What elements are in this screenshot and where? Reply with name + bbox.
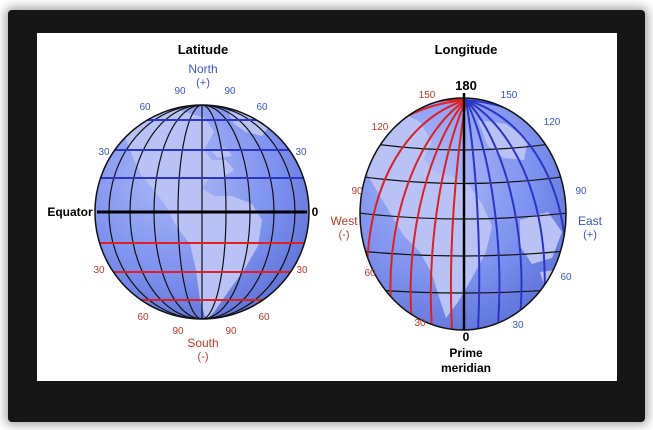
- north-tick-60-left: 60: [139, 102, 151, 113]
- east-tick-120: 120: [544, 117, 561, 128]
- prime-meridian-label-line2: meridian: [441, 361, 491, 375]
- equator-label: Equator: [47, 205, 93, 219]
- south-tick-60-right: 60: [258, 312, 270, 323]
- west-tick-30: 30: [414, 318, 426, 329]
- north-tick-30-left: 30: [98, 147, 110, 158]
- north-tick-30-right: 30: [295, 147, 307, 158]
- east-tick-60: 60: [560, 272, 572, 283]
- north-label: North: [188, 62, 217, 76]
- north-tick-60-right: 60: [256, 102, 268, 113]
- east-label: East: [578, 214, 603, 228]
- longitude-globe: Longitude 180 150 120 90 West (-) 60 30 …: [330, 42, 602, 375]
- west-sign: (-): [339, 229, 350, 241]
- west-tick-60: 60: [364, 268, 376, 279]
- west-tick-90: 90: [351, 186, 363, 197]
- south-tick-30-left: 30: [93, 265, 105, 276]
- south-tick-90-right: 90: [225, 326, 237, 337]
- north-tick-90-left: 90: [174, 86, 186, 97]
- south-label: South: [187, 336, 218, 350]
- east-sign: (+): [583, 229, 597, 241]
- equator-value: 0: [312, 205, 319, 219]
- south-tick-30-right: 30: [296, 265, 308, 276]
- longitude-title: Longitude: [435, 42, 498, 57]
- west-tick-150: 150: [419, 90, 436, 101]
- east-tick-30: 30: [512, 320, 524, 331]
- longitude-180-label: 180: [455, 78, 477, 93]
- south-tick-60-left: 60: [137, 312, 149, 323]
- west-tick-120: 120: [372, 122, 389, 133]
- east-tick-150: 150: [501, 90, 518, 101]
- south-sign: (-): [198, 351, 209, 363]
- latitude-title: Latitude: [178, 42, 229, 57]
- latitude-globe-outline: [94, 104, 310, 320]
- north-tick-90-right: 90: [224, 86, 236, 97]
- prime-meridian-label-line1: Prime: [449, 346, 483, 360]
- west-label: West: [330, 214, 358, 228]
- south-tick-90-left: 90: [172, 326, 184, 337]
- latitude-globe: Latitude North (+) 90 90 60 60 30 30 Equ…: [47, 42, 319, 363]
- prime-meridian-value: 0: [463, 330, 470, 344]
- east-tick-90: 90: [575, 186, 587, 197]
- north-sign: (+): [196, 77, 210, 89]
